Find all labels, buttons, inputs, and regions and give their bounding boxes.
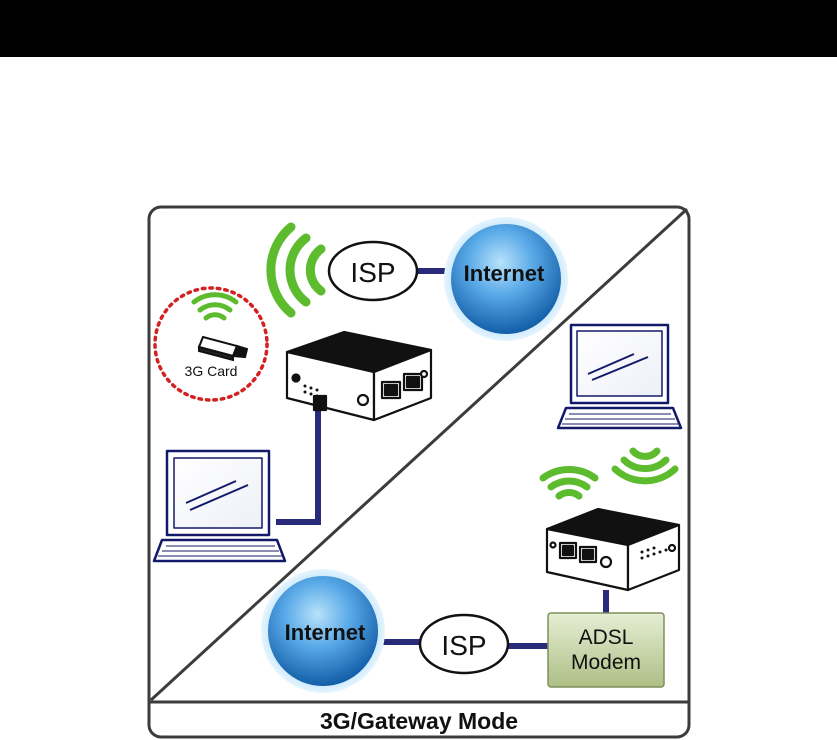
isp-label-bottom: ISP (441, 630, 486, 661)
internet-label-bottom: Internet (285, 620, 366, 645)
globe-icon: Internet (261, 569, 385, 693)
modem-label-line1: ADSL (579, 626, 634, 649)
card-label: 3G Card (185, 363, 238, 379)
isp-node-bottom: ISP (420, 615, 508, 673)
laptop-icon (558, 325, 681, 428)
internet-label-top: Internet (464, 261, 545, 286)
laptop-icon (154, 451, 285, 561)
diagram-caption: 3G/Gateway Mode (320, 708, 518, 734)
isp-node-top: ISP (329, 242, 417, 300)
usb-3g-card-icon: 3G Card (155, 288, 267, 400)
modem-label-line2: Modem (571, 651, 641, 674)
globe-icon: Internet (444, 217, 568, 341)
modem-icon: ADSL Modem (548, 613, 664, 687)
isp-label-top: ISP (350, 257, 395, 288)
